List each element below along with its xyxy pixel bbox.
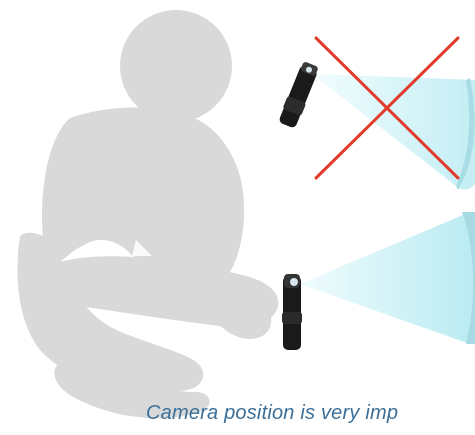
camera-correct-lens: [290, 278, 298, 286]
person-head: [120, 10, 232, 122]
camera-position-caption: Camera position is very imp: [146, 402, 398, 425]
camera-correct-grip: [282, 312, 302, 324]
handheld-camera-icon: [282, 274, 302, 350]
crouching-person-icon: [17, 10, 278, 418]
camera-beam-correct: [300, 212, 475, 344]
handheld-camera-icon: [277, 60, 320, 129]
